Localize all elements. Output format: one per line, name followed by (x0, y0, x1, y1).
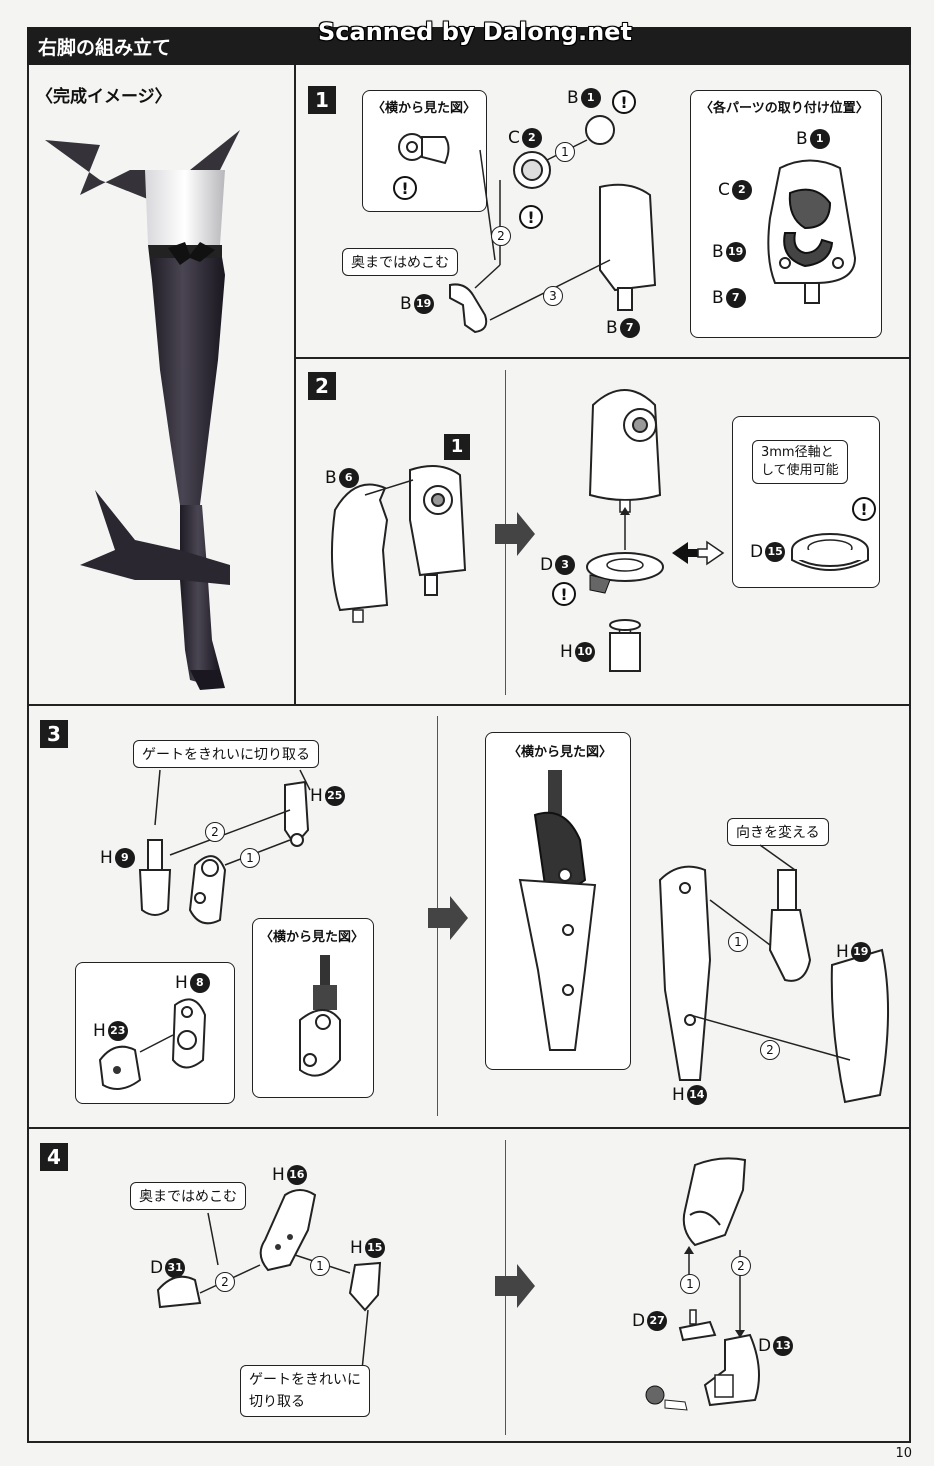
step3-arrow-right (428, 896, 468, 940)
order-step-1: 1 (680, 1274, 700, 1294)
step2-arrow-right (495, 512, 535, 556)
divider-step2-step3 (27, 704, 911, 706)
step3-side-view-title-a: 〈横から見た図〉 (260, 930, 365, 945)
finished-leg-illustration (45, 130, 240, 690)
order-step-2: 2 (760, 1040, 780, 1060)
step3-subassembly-drawing (98, 998, 207, 1090)
step-3-badge: 3 (40, 720, 68, 748)
order-step-2: 2 (731, 1256, 751, 1276)
divider-step1-step2 (294, 357, 911, 359)
page-number: 10 (895, 1446, 912, 1461)
step4-gate-callout: ゲートをきれいに 切り取る (240, 1365, 370, 1417)
warning-icon: ! (519, 205, 543, 229)
step1-side-view-title: 〈横から見た図〉 (372, 101, 477, 116)
header-bar (27, 27, 911, 65)
step2-note-line2: して使用可能 (761, 463, 839, 478)
warning-icon: ! (612, 90, 636, 114)
step4-gate-line2: 切り取る (249, 1394, 305, 1410)
step2-alt-part-drawing (791, 533, 869, 571)
step2-note-line1: 3mm径軸と (761, 445, 834, 460)
step3-turn-callout: 向きを変える (727, 818, 829, 846)
order-step-3: 3 (543, 286, 563, 306)
step2-ref-badge: 1 (444, 434, 470, 460)
scan-watermark: Scanned by Dalong.net (318, 18, 632, 46)
step2-swap-arrow (672, 540, 725, 566)
step-1-badge: 1 (308, 86, 336, 114)
step3-side-view-title-b: 〈横から見た図〉 (508, 745, 613, 760)
step3-left-drawing (138, 769, 311, 925)
warning-icon: ! (852, 497, 876, 521)
divider-preview (294, 65, 296, 705)
preview-label: 〈完成イメージ〉 (36, 87, 172, 107)
step2-left-drawing (330, 465, 467, 623)
step-4-badge: 4 (40, 1143, 68, 1171)
step3-side-view-drawing-a (299, 955, 341, 1077)
step3-side-view-drawing-b (518, 770, 597, 1051)
step4-gate-line1: ゲートをきれいに (249, 1372, 361, 1388)
divider-step3-step4 (27, 1127, 911, 1129)
step1-positions-drawing (767, 159, 857, 304)
step2-center-drawing (586, 389, 664, 672)
step3-right-drawing (658, 844, 890, 1104)
step1-press-callout: 奥まではめこむ (342, 248, 458, 276)
order-step-1: 1 (310, 1256, 330, 1276)
step1-side-view-drawing (398, 133, 450, 165)
order-step-1: 1 (240, 848, 260, 868)
step4-arrow-right (495, 1264, 535, 1308)
order-step-1: 1 (555, 142, 575, 162)
order-step-2: 2 (215, 1272, 235, 1292)
order-step-2: 2 (205, 822, 225, 842)
step4-left-drawing (156, 1189, 382, 1371)
step2-note-callout: 3mm径軸と して使用可能 (752, 440, 848, 484)
order-step-2: 2 (491, 226, 511, 246)
step-2-badge: 2 (308, 372, 336, 400)
warning-icon: ! (552, 582, 576, 606)
step3-gate-callout: ゲートをきれいに切り取る (133, 740, 319, 768)
step1-positions-title: 〈各パーツの取り付け位置〉 (700, 101, 869, 116)
step1-parts-drawing (449, 115, 657, 334)
step4-press-callout: 奥まではめこむ (130, 1182, 246, 1210)
order-step-1: 1 (728, 932, 748, 952)
page-title: 右脚の組み立て (38, 37, 172, 59)
warning-icon: ! (393, 176, 417, 200)
